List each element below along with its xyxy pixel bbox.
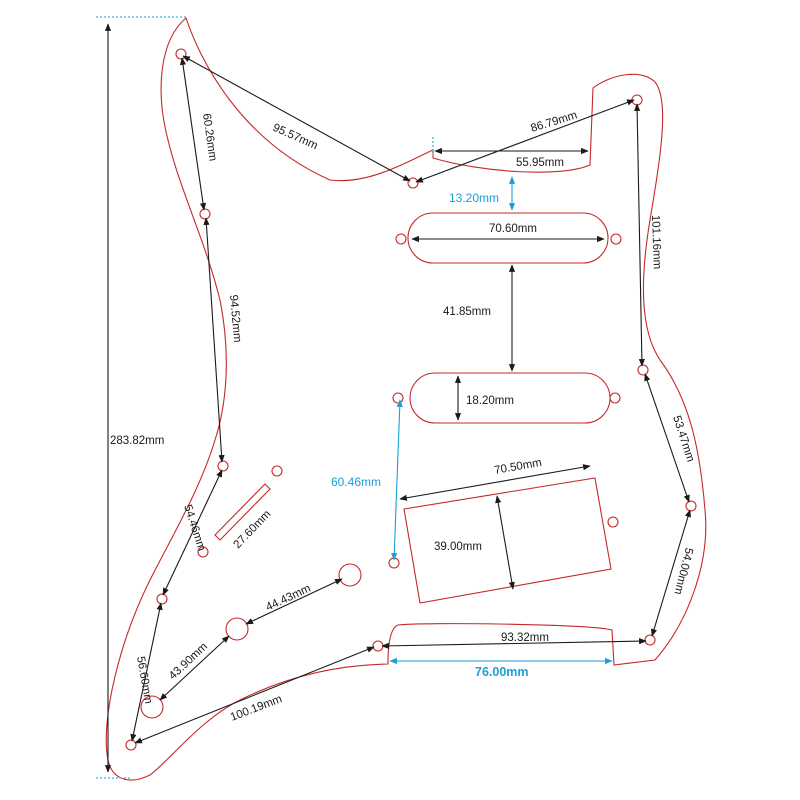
tone-knob-hole (225, 617, 249, 641)
dimension-line (391, 399, 403, 561)
pickup-screw-hole (610, 233, 622, 245)
dimension-label: 44.43mm (264, 583, 313, 614)
pickup-screw-hole (392, 392, 404, 404)
dimension-line (162, 469, 223, 596)
screw-hole (156, 593, 168, 605)
dimension-label: 43.90mm (167, 641, 210, 682)
volume-knob-hole (338, 563, 362, 587)
dimension-label: 13.20mm (449, 191, 499, 205)
dimension-line (203, 217, 225, 463)
dimension-label: 60.26mm (200, 113, 219, 162)
dimension-label: 39.00mm (434, 541, 482, 553)
dimension-line (159, 635, 230, 701)
dimension-line (634, 103, 645, 367)
dimension-label: 56.60mm (134, 655, 154, 704)
dimension-label: 27.60mm (232, 508, 274, 551)
screw-hole (372, 640, 384, 652)
screw-hole (199, 208, 211, 220)
pickup-screw-hole (609, 392, 621, 404)
screw-hole (217, 460, 229, 472)
dimension-label: 86.79mm (529, 109, 578, 134)
dimension-line (399, 464, 591, 501)
middle-pickup-cutout (409, 372, 611, 424)
dimension-line (245, 578, 343, 625)
dimension-label: 55.95mm (516, 157, 564, 169)
dimension-label: 93.32mm (501, 632, 549, 644)
dimension-line (134, 646, 375, 744)
height-label: 283.82mm (110, 435, 164, 447)
screw-hole (685, 500, 697, 512)
screw-hole (644, 634, 656, 646)
dimension-label: 18.20mm (466, 395, 514, 407)
dimension-line (495, 495, 515, 590)
pickup-screw-hole (395, 233, 407, 245)
dimension-label: 101.16mm (649, 215, 663, 270)
dimension-label: 54.46mm (181, 503, 207, 552)
dimension-line (644, 373, 690, 503)
dimension-line (651, 509, 691, 637)
neck-pickup-cutout (407, 212, 609, 264)
dimension-label: 41.85mm (443, 306, 491, 318)
screw-hole (407, 177, 419, 189)
dimension-label: 60.46mm (331, 475, 381, 489)
dimension-label: 94.52mm (227, 294, 243, 343)
dimension-line (381, 638, 647, 649)
switch-screw-hole (271, 465, 283, 477)
dimension-label: 54.00mm (671, 546, 694, 595)
screw-hole (125, 739, 137, 751)
pickup-screw-hole (607, 516, 619, 528)
dimension-line (179, 57, 207, 211)
screw-hole (175, 48, 187, 60)
dimension-label: 70.50mm (493, 457, 542, 477)
dimension-label: 100.19mm (229, 693, 284, 724)
dimension-line (415, 99, 635, 183)
dimension-label: 76.00mm (475, 665, 529, 679)
dimension-label: 95.57mm (271, 122, 320, 152)
dimension-label: 70.60mm (489, 223, 537, 235)
dimension-line (182, 55, 411, 182)
dimension-label: 53.47mm (670, 414, 696, 463)
screw-hole (637, 364, 649, 376)
